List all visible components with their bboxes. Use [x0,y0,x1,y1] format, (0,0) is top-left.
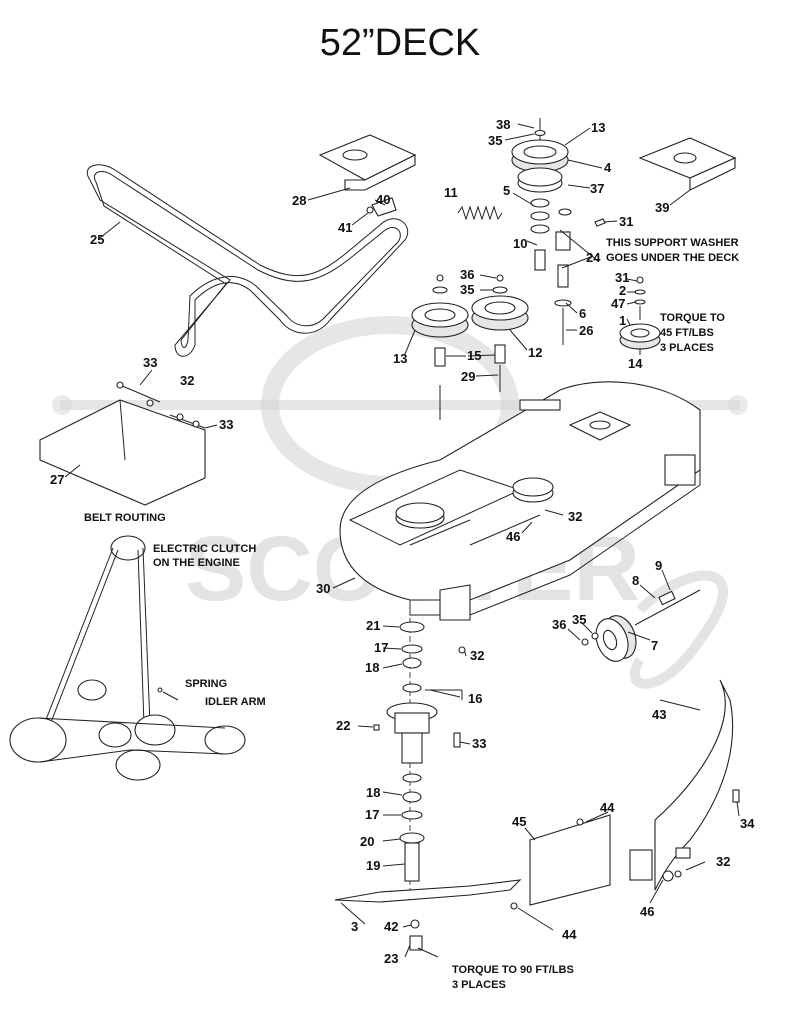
callout-31b: 31 [615,270,629,285]
callout-29: 29 [461,369,475,384]
callout-2: 2 [619,283,626,298]
callout-39: 39 [655,200,669,215]
callout-20: 20 [360,834,374,849]
idler-bracket-40 [366,197,397,217]
callout-27: 27 [50,472,64,487]
callout-35b: 35 [460,282,474,297]
callout-40: 40 [376,192,390,207]
callout-8: 8 [632,573,639,588]
callout-44b: 44 [562,927,577,942]
callout-47: 47 [611,296,625,311]
double-idler-pulleys [411,274,529,420]
blade-3 [334,879,522,951]
callout-26: 26 [579,323,593,338]
torque-45-note-line2: 45 FT/LBS [660,327,714,339]
callout-6: 6 [579,306,586,321]
callout-18: 18 [365,660,379,675]
callout-37: 37 [590,181,604,196]
belt-routing-diagram [9,535,246,781]
callout-21: 21 [366,618,380,633]
callout-32d: 32 [716,854,730,869]
callout-4: 4 [604,160,612,175]
pulley-14 [619,276,661,350]
callout-41: 41 [338,220,352,235]
callout-32c: 32 [470,648,484,663]
notes: THIS SUPPORT WASHER GOES UNDER THE DECK … [84,237,739,991]
callout-32: 32 [180,373,194,388]
callout-19: 19 [366,858,380,873]
callout-35c: 35 [572,612,586,627]
support-washer-note-line2: GOES UNDER THE DECK [606,252,739,264]
callout-46b: 46 [640,904,654,919]
belt-cover-27 [39,381,206,506]
support-washer-note-line1: THIS SUPPORT WASHER [606,237,739,249]
electric-clutch-label-line1: ELECTRIC CLUTCH [153,543,256,555]
callout-44: 44 [600,800,615,815]
torque-90-note-line1: TORQUE TO 90 FT/LBS [452,964,574,976]
callout-42: 42 [384,919,398,934]
callout-18b: 18 [366,785,380,800]
callout-15: 15 [467,348,481,363]
callout-13: 13 [591,120,605,135]
torque-45-note-line3: 3 PLACES [660,342,714,354]
callout-30: 30 [316,581,330,596]
baffle-45 [510,814,611,910]
idler-arm-label: IDLER ARM [205,696,266,708]
deck-plate-28 [318,134,417,191]
callout-23: 23 [384,951,398,966]
callout-36: 36 [460,267,474,282]
callout-31: 31 [619,214,633,229]
callout-17: 17 [374,640,388,655]
callout-43: 43 [652,707,666,722]
callout-33c: 33 [472,736,486,751]
callout-46: 46 [506,529,520,544]
callout-33: 33 [143,355,157,370]
belt-routing-label: BELT ROUTING [84,512,166,524]
callout-45: 45 [512,814,526,829]
callout-10: 10 [513,236,527,251]
callout-7: 7 [651,638,658,653]
anti-scalp-wheel-7 [581,589,701,662]
leader-lines [64,123,740,958]
callout-34: 34 [740,816,755,831]
electric-clutch-label-line2: ON THE ENGINE [153,557,240,569]
callout-14: 14 [628,356,643,371]
page-title: 52”DECK [319,22,481,64]
torque-45-note-line1: TORQUE TO [660,312,725,324]
callout-13b: 13 [393,351,407,366]
callout-11: 11 [444,185,458,200]
callout-22: 22 [336,718,350,733]
discharge-chute-43 [629,679,740,891]
callout-17b: 17 [365,807,379,822]
callout-16: 16 [468,691,482,706]
torque-90-note-line2: 3 PLACES [452,979,506,991]
callout-24: 24 [586,250,601,265]
callout-9: 9 [655,558,662,573]
deck-belt [87,164,409,357]
mower-deck-30 [339,381,701,621]
spring-label: SPRING [185,678,227,690]
callout-numbers: 38 35 13 4 37 5 28 40 41 11 39 25 31 10 … [50,117,755,966]
top-idler-pulley [511,118,606,345]
callout-5: 5 [503,183,510,198]
callout-28: 28 [292,193,306,208]
callout-1: 1 [619,313,626,328]
callout-36b: 36 [552,617,566,632]
deck-plate-39 [638,137,737,191]
callout-35: 35 [488,133,502,148]
callout-33b: 33 [219,417,233,432]
spring-11 [457,205,503,221]
spindle-assembly [373,600,466,890]
callout-38: 38 [496,117,510,132]
callout-3: 3 [351,919,358,934]
callout-12: 12 [528,345,542,360]
callout-25: 25 [90,232,104,247]
callout-32b: 32 [568,509,582,524]
